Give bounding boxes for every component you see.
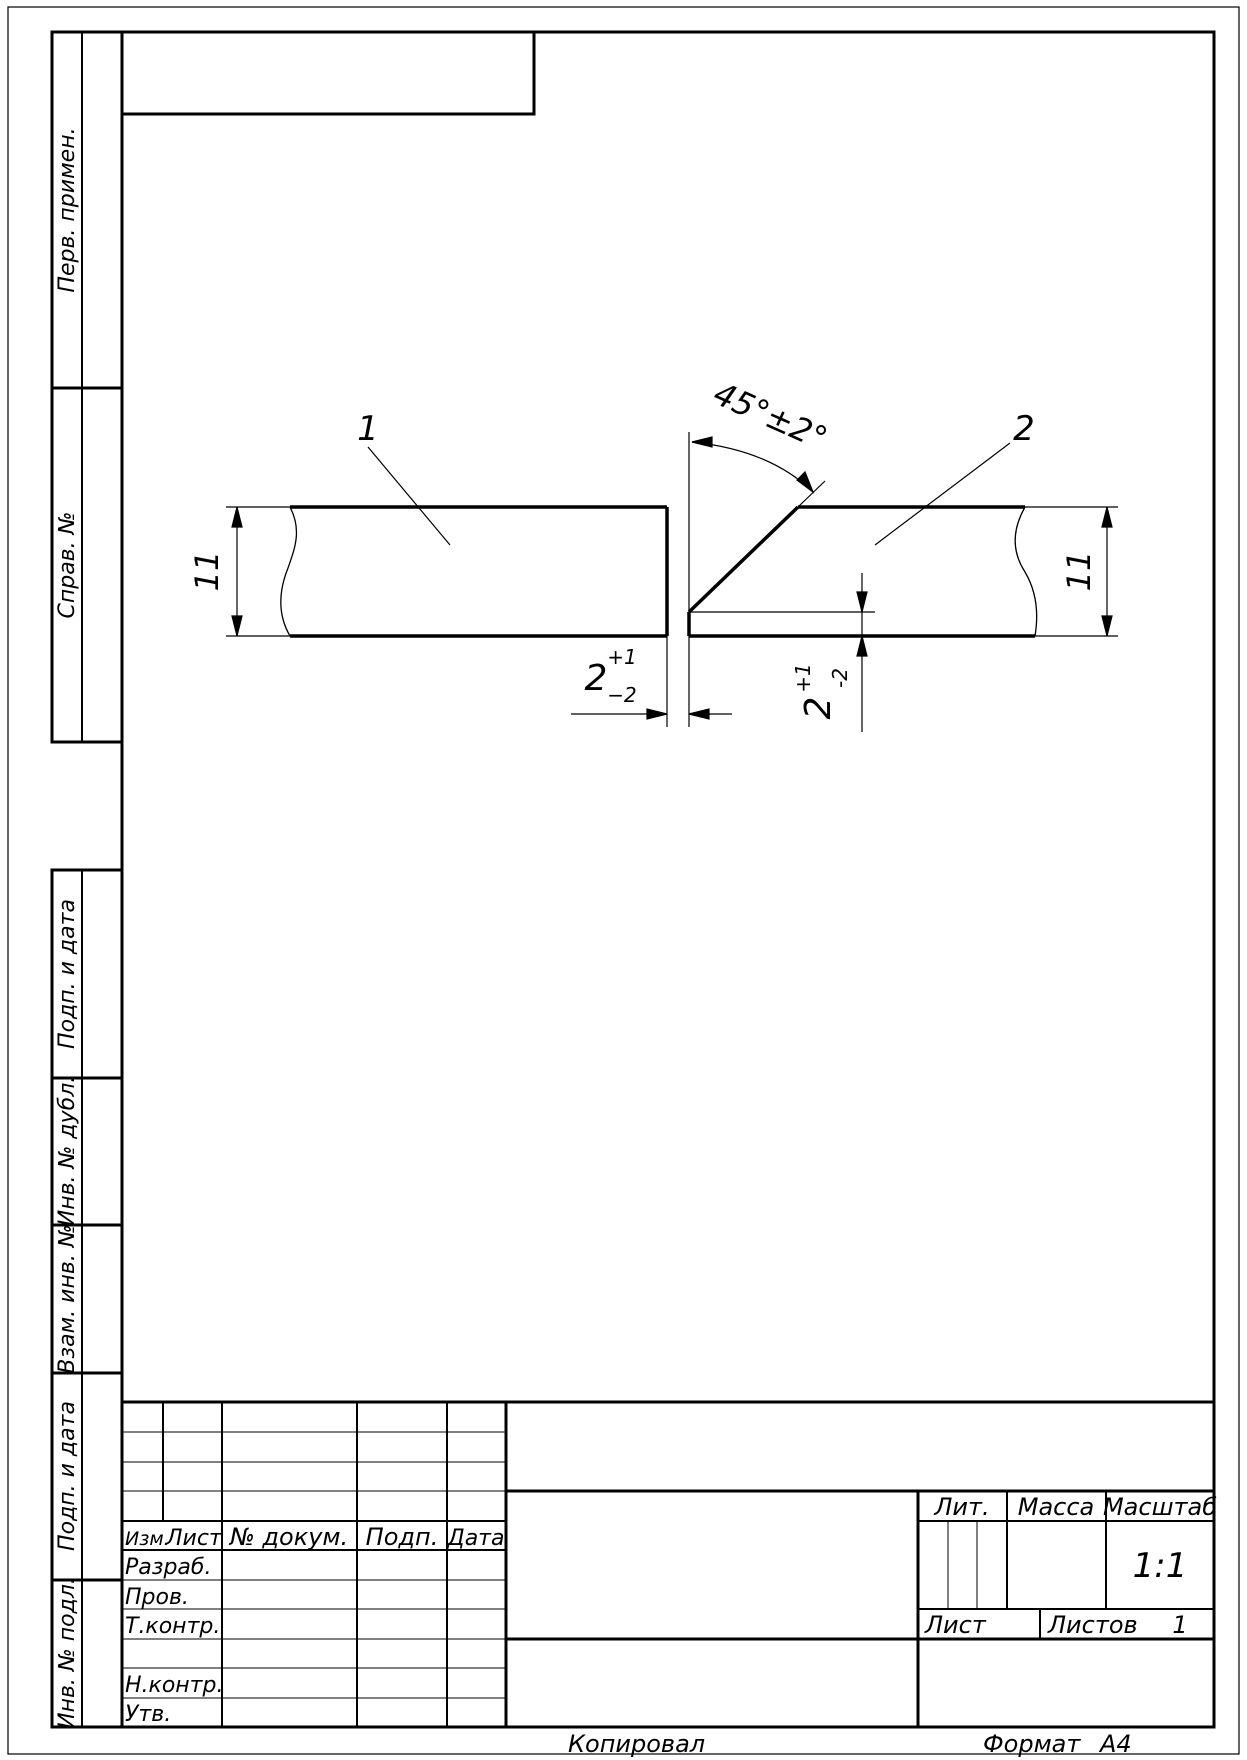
gap-lower-tol: −2 (607, 683, 636, 707)
tb-listov-label: Листов (1047, 1611, 1138, 1639)
tb-masshtab: Масштаб (1103, 1493, 1217, 1521)
main-frame (120, 30, 1216, 1729)
side-label-sprav-no: Справ. № (55, 511, 80, 618)
tb-n-kontr: Н.контр. (125, 1673, 223, 1698)
tb-massa: Масса (1018, 1493, 1095, 1521)
tb-utv: Утв. (125, 1702, 171, 1727)
tb-t-kontr: Т.контр. (125, 1614, 220, 1639)
root-face-lower-tol: -2 (828, 668, 852, 688)
root-face-upper-tol: +1 (791, 663, 815, 692)
thickness-dim-right (1025, 506, 1118, 637)
root-face-dim (689, 573, 875, 732)
footer-format-label: Формат (983, 1730, 1081, 1758)
side-stamp-upper (50, 30, 124, 744)
tb-prov: Пров. (125, 1585, 189, 1610)
thickness-right-text: 11 (1060, 551, 1098, 592)
tb-lit: Лит. (933, 1493, 989, 1521)
side-stamp-lower (50, 868, 124, 1729)
side-label-inv-no-dubl: Инв. № дубл. (55, 1076, 80, 1227)
side-label-podp-data-bottom: Подп. и дата (55, 1401, 80, 1551)
bevel-angle-text: 45°±2° (708, 374, 833, 457)
plate-1 (280, 505, 669, 638)
leader-part-2 (874, 442, 1011, 546)
tb-listov-value: 1 (1172, 1611, 1187, 1639)
gap-dim (571, 636, 732, 727)
tb-podp: Подп. (366, 1523, 439, 1551)
tb-izm: Изм. (125, 1528, 170, 1550)
leader-part-1 (367, 446, 451, 546)
side-label-vzam-inv-no: Взам. инв. № (55, 1224, 80, 1373)
footer-format-value: А4 (1098, 1730, 1132, 1758)
outer-trim-frame (7, 6, 1240, 1755)
gap-upper-tol: +1 (607, 645, 636, 669)
top-left-box (122, 32, 536, 116)
title-block (122, 1400, 1214, 1727)
thickness-dim-left (226, 506, 290, 637)
tb-scale-value: 1:1 (1133, 1546, 1188, 1586)
root-face-nominal: 2 (798, 697, 839, 720)
side-label-perv-primen: Перв. примен. (55, 127, 80, 292)
part-1-label: 1 (357, 409, 379, 449)
bevel-angle-dim (688, 432, 826, 612)
plate-2 (687, 505, 1038, 638)
side-label-inv-no-podl: Инв. № подл. (55, 1577, 80, 1729)
thickness-left-text: 11 (188, 551, 226, 592)
tb-data: Дата (447, 1526, 505, 1551)
side-label-podp-data-top: Подп. и дата (55, 899, 80, 1049)
tb-no-dokum: № докум. (228, 1523, 348, 1551)
gap-nominal: 2 (585, 658, 608, 699)
part-2-label: 2 (1013, 409, 1035, 449)
footer-kopiroval: Копировал (568, 1730, 705, 1758)
tb-razrab: Разраб. (125, 1555, 211, 1580)
tb-list-label: Лист (924, 1611, 987, 1639)
tb-list: Лист (165, 1526, 223, 1551)
